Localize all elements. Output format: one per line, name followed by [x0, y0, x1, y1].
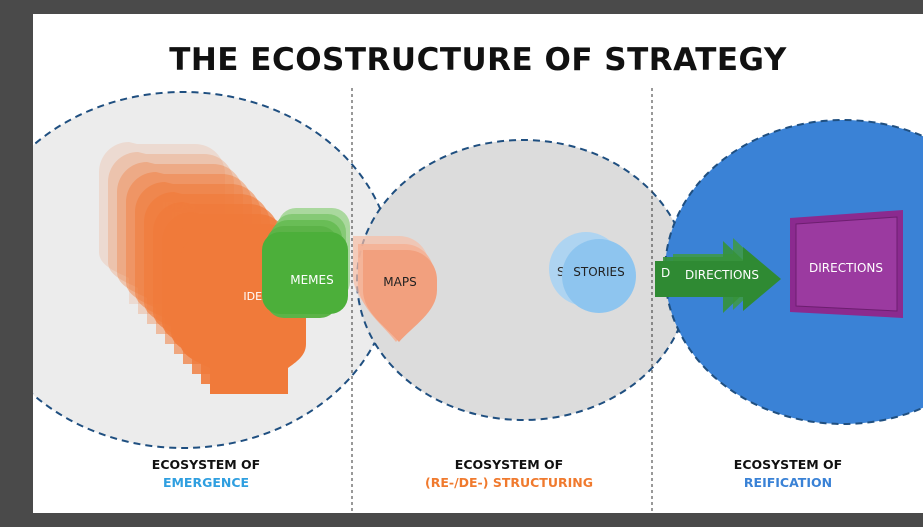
zone-label-name: (RE-/DE-) STRUCTURING [425, 475, 593, 490]
memes-stack: MEMES [262, 208, 350, 318]
ideas-stack: IDEASIDEASIDEASIDEASIDEASIDEASIDEASIDEAS… [99, 142, 306, 394]
stories-circle [562, 239, 636, 313]
memes-label: MEMES [290, 273, 334, 287]
svg-text:D: D [661, 266, 670, 280]
zone-label-name: REIFICATION [743, 475, 833, 490]
svg-text:S: S [557, 265, 565, 279]
zone-label-emergence: ECOSYSTEM OF EMERGENCE [76, 456, 336, 492]
maps-stack: MAPS [353, 236, 437, 342]
zone-label-reification: ECOSYSTEM OF REIFICATION [658, 456, 918, 492]
zone-label-name: EMERGENCE [162, 475, 250, 490]
maps-pin [363, 250, 437, 342]
zone-label-line1: ECOSYSTEM OF [733, 457, 843, 472]
zone-label-structuring: ECOSYSTEM OF (RE-/DE-) STRUCTURING [379, 456, 639, 492]
directions-arrow [655, 247, 781, 311]
directions-arrow-label: DIRECTIONS [685, 268, 759, 282]
directions-arrow-stack: D DIRECTIONS [655, 238, 781, 313]
maps-label: MAPS [383, 275, 416, 289]
directions-box-label: DIRECTIONS [809, 261, 883, 275]
stories-stack: S STORIES [549, 232, 636, 313]
directions-box-stack: DIRECTIONS [790, 210, 903, 318]
memes-card [262, 232, 348, 314]
stories-label: STORIES [573, 265, 624, 279]
page-title: THE ECOSTRUCTURE OF STRATEGY [169, 42, 787, 78]
slide: IDEASIDEASIDEASIDEASIDEASIDEASIDEASIDEAS… [33, 14, 923, 513]
zone-label-line1: ECOSYSTEM OF [151, 457, 261, 472]
diagram-canvas: IDEASIDEASIDEASIDEASIDEASIDEASIDEASIDEAS… [33, 88, 923, 513]
zone-label-line1: ECOSYSTEM OF [454, 457, 564, 472]
